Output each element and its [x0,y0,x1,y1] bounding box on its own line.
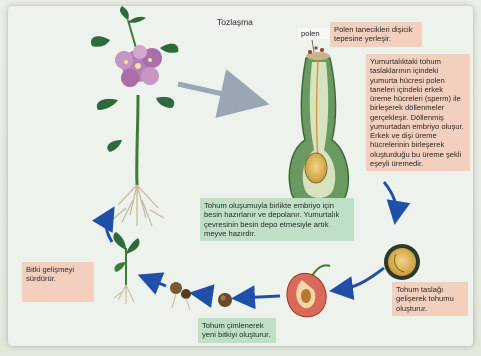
pollination-arrow [178,84,250,100]
flowering-plant [91,6,178,226]
seed-ball [218,293,232,307]
fruit [287,265,330,317]
plant-grows-text: Bitki gelişmeyi sürdürür. [22,262,94,302]
seed-fruit-text: Tohum oluşumuyla birlikte embriyo için b… [200,198,354,241]
fertilization-text: Yumurtalıktaki tohum taslaklarının içind… [366,54,470,171]
seedling [113,232,139,304]
pollen-label: polen [298,28,330,39]
seed [384,244,420,280]
pollination-label: Tozlaşma [213,14,273,30]
seed-develops-text: Tohum taslağı gelişerek tohumu oluşturur… [392,282,468,316]
pistil-cross-section [289,46,348,206]
germination-text: Tohum çimlenerek yeni bitkiyi oluşturur. [198,318,276,343]
pollen-settle-text: Polen tanecikleri dişicik tepesine yerle… [330,22,422,47]
germinating-seeds [170,282,191,310]
